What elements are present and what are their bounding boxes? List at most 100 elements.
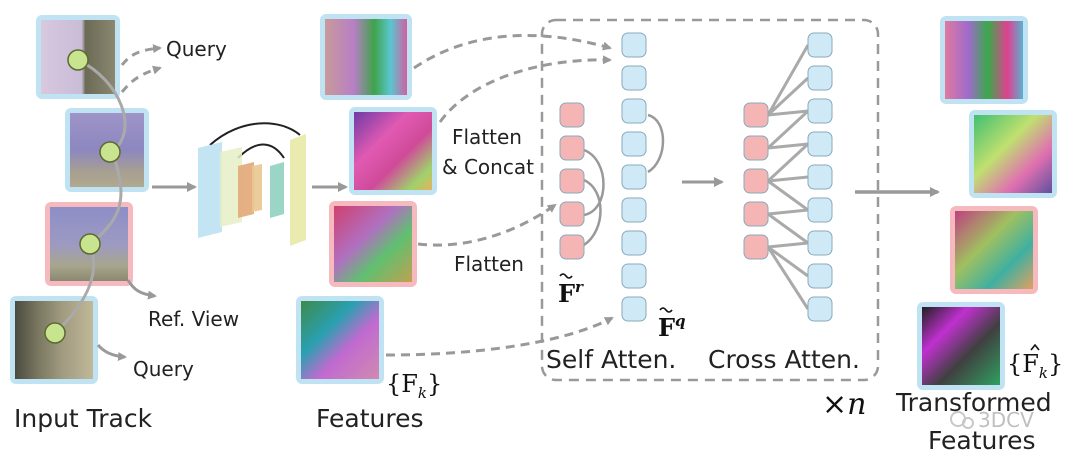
feature-map-1 (320, 14, 412, 100)
cnn-layer-2 (220, 147, 242, 227)
track-curve (53, 58, 127, 335)
self-atten-arc-ref-2 (583, 178, 602, 247)
self-attention (559, 32, 665, 322)
ref-view-label: Ref. View (148, 307, 239, 331)
cross-query-token (807, 296, 833, 322)
cross-ref-token (743, 234, 769, 260)
transformed-label-1: Transformed (895, 388, 1052, 417)
transformed-map-2 (969, 110, 1057, 198)
cross-atten-link (767, 208, 809, 216)
cross-atten-link (766, 142, 810, 183)
ref-token (559, 135, 585, 161)
transformed-map-ref (950, 206, 1038, 294)
watermark: 3DCV (950, 408, 1034, 432)
cross-atten-link (767, 212, 809, 245)
flatten-concat-arrow-1 (413, 33, 612, 70)
query-arrow-top-2 (120, 65, 162, 93)
track-point-3 (79, 233, 101, 255)
query-token (621, 131, 647, 157)
flatten-concat-arrow-2 (438, 55, 612, 123)
cross-atten-link (767, 245, 809, 278)
cross-attention (743, 32, 833, 322)
cross-atten-link (766, 76, 810, 117)
cross-atten-link (767, 175, 809, 183)
query-token (621, 197, 647, 223)
cross-atten-link (767, 142, 809, 150)
cnn-layer-6 (290, 134, 306, 246)
cross-atten-label: Cross Atten. (708, 345, 860, 374)
query-token (621, 65, 647, 91)
cross-atten-link (767, 241, 809, 249)
self-atten-arc-ref-1 (583, 148, 605, 217)
feature-map-4 (296, 296, 384, 384)
cross-atten-link (766, 246, 810, 310)
query-token (621, 296, 647, 322)
fr-symbol: Fr (558, 278, 584, 308)
cross-query-token (807, 65, 833, 91)
features-label: Features (316, 404, 424, 433)
cross-ref-token (743, 168, 769, 194)
cross-query-token (807, 131, 833, 157)
track-point-2 (99, 141, 121, 163)
query-token (621, 230, 647, 256)
flatten-concat-label-1: Flatten (452, 125, 522, 149)
feature-map-ref (329, 201, 417, 287)
cross-atten-link (766, 44, 810, 116)
self-atten-label: Self Atten. (546, 345, 676, 374)
fq-symbol: Fq (658, 312, 686, 342)
transformed-label-2: Features (928, 426, 1036, 455)
flatten-label: Flatten (454, 252, 524, 276)
feature-map-2 (349, 107, 437, 195)
cross-ref-token (743, 102, 769, 128)
cross-query-token (807, 164, 833, 190)
cnn-layer-3 (238, 162, 254, 218)
feature4-to-query-arrow (385, 316, 614, 357)
cross-ref-token (743, 201, 769, 227)
cnn-layer-1 (198, 142, 222, 238)
cnn-layer-5 (270, 162, 284, 218)
query-label-bottom: Query (133, 357, 194, 381)
watermark-text: 3DCV (978, 408, 1034, 432)
query-token (621, 164, 647, 190)
self-atten-arc-query (647, 113, 665, 174)
cross-ref-token (743, 135, 769, 161)
ref-token (559, 102, 585, 128)
flatten-arrow (417, 203, 557, 247)
cross-atten-link (767, 109, 809, 117)
cross-query-token (807, 263, 833, 289)
fq-tilde (659, 307, 673, 313)
watermark-logo-icon-2 (962, 417, 974, 429)
transformed-set: {Fk} (1007, 350, 1063, 382)
transformed-map-4 (917, 302, 1005, 390)
skip-connection-outer (209, 122, 301, 146)
ref-token (559, 168, 585, 194)
features-set-open: {Fk} (386, 370, 442, 402)
query-token (621, 263, 647, 289)
track-point-4 (44, 322, 66, 344)
fr-tilde (559, 273, 573, 279)
cnn-layer-4 (252, 164, 262, 212)
cross-atten-link (767, 179, 809, 212)
cross-query-token (807, 32, 833, 58)
transformer-block (540, 18, 880, 382)
track-point-1 (67, 49, 89, 71)
query-token (621, 32, 647, 58)
input-track: Query Ref. View Query Input Track (10, 15, 239, 433)
times-n-label: ×n (822, 387, 866, 422)
query-arrow-bottom (96, 343, 127, 361)
cross-query-token (807, 98, 833, 124)
ref-token (559, 234, 585, 260)
cnn-encoder (198, 122, 306, 246)
transformed-hat (1030, 343, 1040, 351)
cross-query-token (807, 230, 833, 256)
input-track-label: Input Track (14, 404, 153, 433)
skip-connection-inner (237, 143, 285, 159)
query-token (621, 98, 647, 124)
transformed-map-1 (940, 16, 1028, 104)
ref-token (559, 201, 585, 227)
query-label-top: Query (166, 37, 227, 61)
cross-atten-link (766, 109, 810, 150)
query-arrow-top (120, 44, 162, 66)
features: {Fk} Features (296, 14, 442, 433)
